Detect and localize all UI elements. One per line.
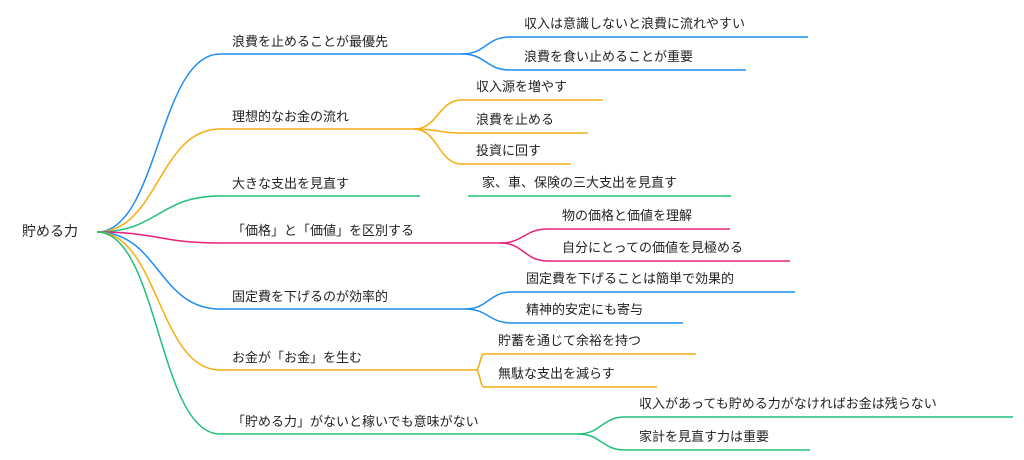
leaf-node: 精神的安定にも寄与 <box>526 302 643 318</box>
branch-connector <box>96 128 221 233</box>
leaf-connector <box>499 242 549 262</box>
branch-node: 浪費を止めることが最優先 <box>232 35 388 50</box>
branch-node: 「貯める力」がないと稼いでも意味がない <box>232 414 479 430</box>
leaf-node: 貯蓄を通じて余裕を持つ <box>498 333 641 349</box>
branch-node: 固定費を下げるのが効率的 <box>232 289 388 305</box>
branch-node: 「価格」と「価値」を区別する <box>232 223 414 239</box>
leaf-node: 収入は意識しないと浪費に流れやすい <box>524 16 745 32</box>
branch-node: 大きな支出を見直す <box>232 177 349 192</box>
leaf-connector <box>461 36 511 55</box>
leaf-node: 自分にとっての価値を見極める <box>562 240 743 256</box>
leaf-node: 収入源を増やす <box>476 80 567 95</box>
branch-connector <box>96 231 221 310</box>
leaf-node: 投資に回す <box>476 143 541 159</box>
leaf-node: 家計を見直す力は重要 <box>639 429 769 445</box>
root-node: 貯める力 <box>22 224 78 240</box>
branch-node: 理想的なお金の流れ <box>232 109 349 125</box>
branch-node: お金が「お金」を生む <box>232 350 362 366</box>
leaf-connector <box>413 128 463 165</box>
branch-connector <box>96 231 221 435</box>
leaf-connector <box>577 416 626 435</box>
mind-map-edges <box>96 36 1013 451</box>
leaf-node: 浪費を食い止めることが重要 <box>524 49 693 65</box>
branch-connector <box>96 53 221 233</box>
leaf-connector <box>577 433 626 451</box>
branch-connector <box>96 231 221 244</box>
leaf-connector <box>413 99 463 130</box>
leaf-node: 物の価格と価値を理解 <box>562 208 692 224</box>
leaf-connector <box>464 308 513 324</box>
branch-connector <box>96 195 221 233</box>
leaf-node: 浪費を止める <box>476 113 554 128</box>
leaf-node: 収入があっても貯める力がなければお金は残らない <box>639 396 937 412</box>
leaf-connector <box>499 228 549 244</box>
leaf-node: 固定費を下げることは簡単で効果的 <box>526 271 734 287</box>
leaf-node: 無駄な支出を減らす <box>498 366 615 382</box>
leaf-connector <box>464 291 513 310</box>
mind-map-labels: 貯める力 浪費を止めることが最優先 収入は意識しないと浪費に流れやすい浪費を食い止… <box>22 16 937 445</box>
leaf-connector <box>475 369 485 388</box>
branch-connector <box>96 231 221 371</box>
leaf-connector <box>475 353 485 371</box>
leaf-node: 家、車、保険の三大支出を見直す <box>482 175 677 191</box>
leaf-connector <box>461 53 511 71</box>
